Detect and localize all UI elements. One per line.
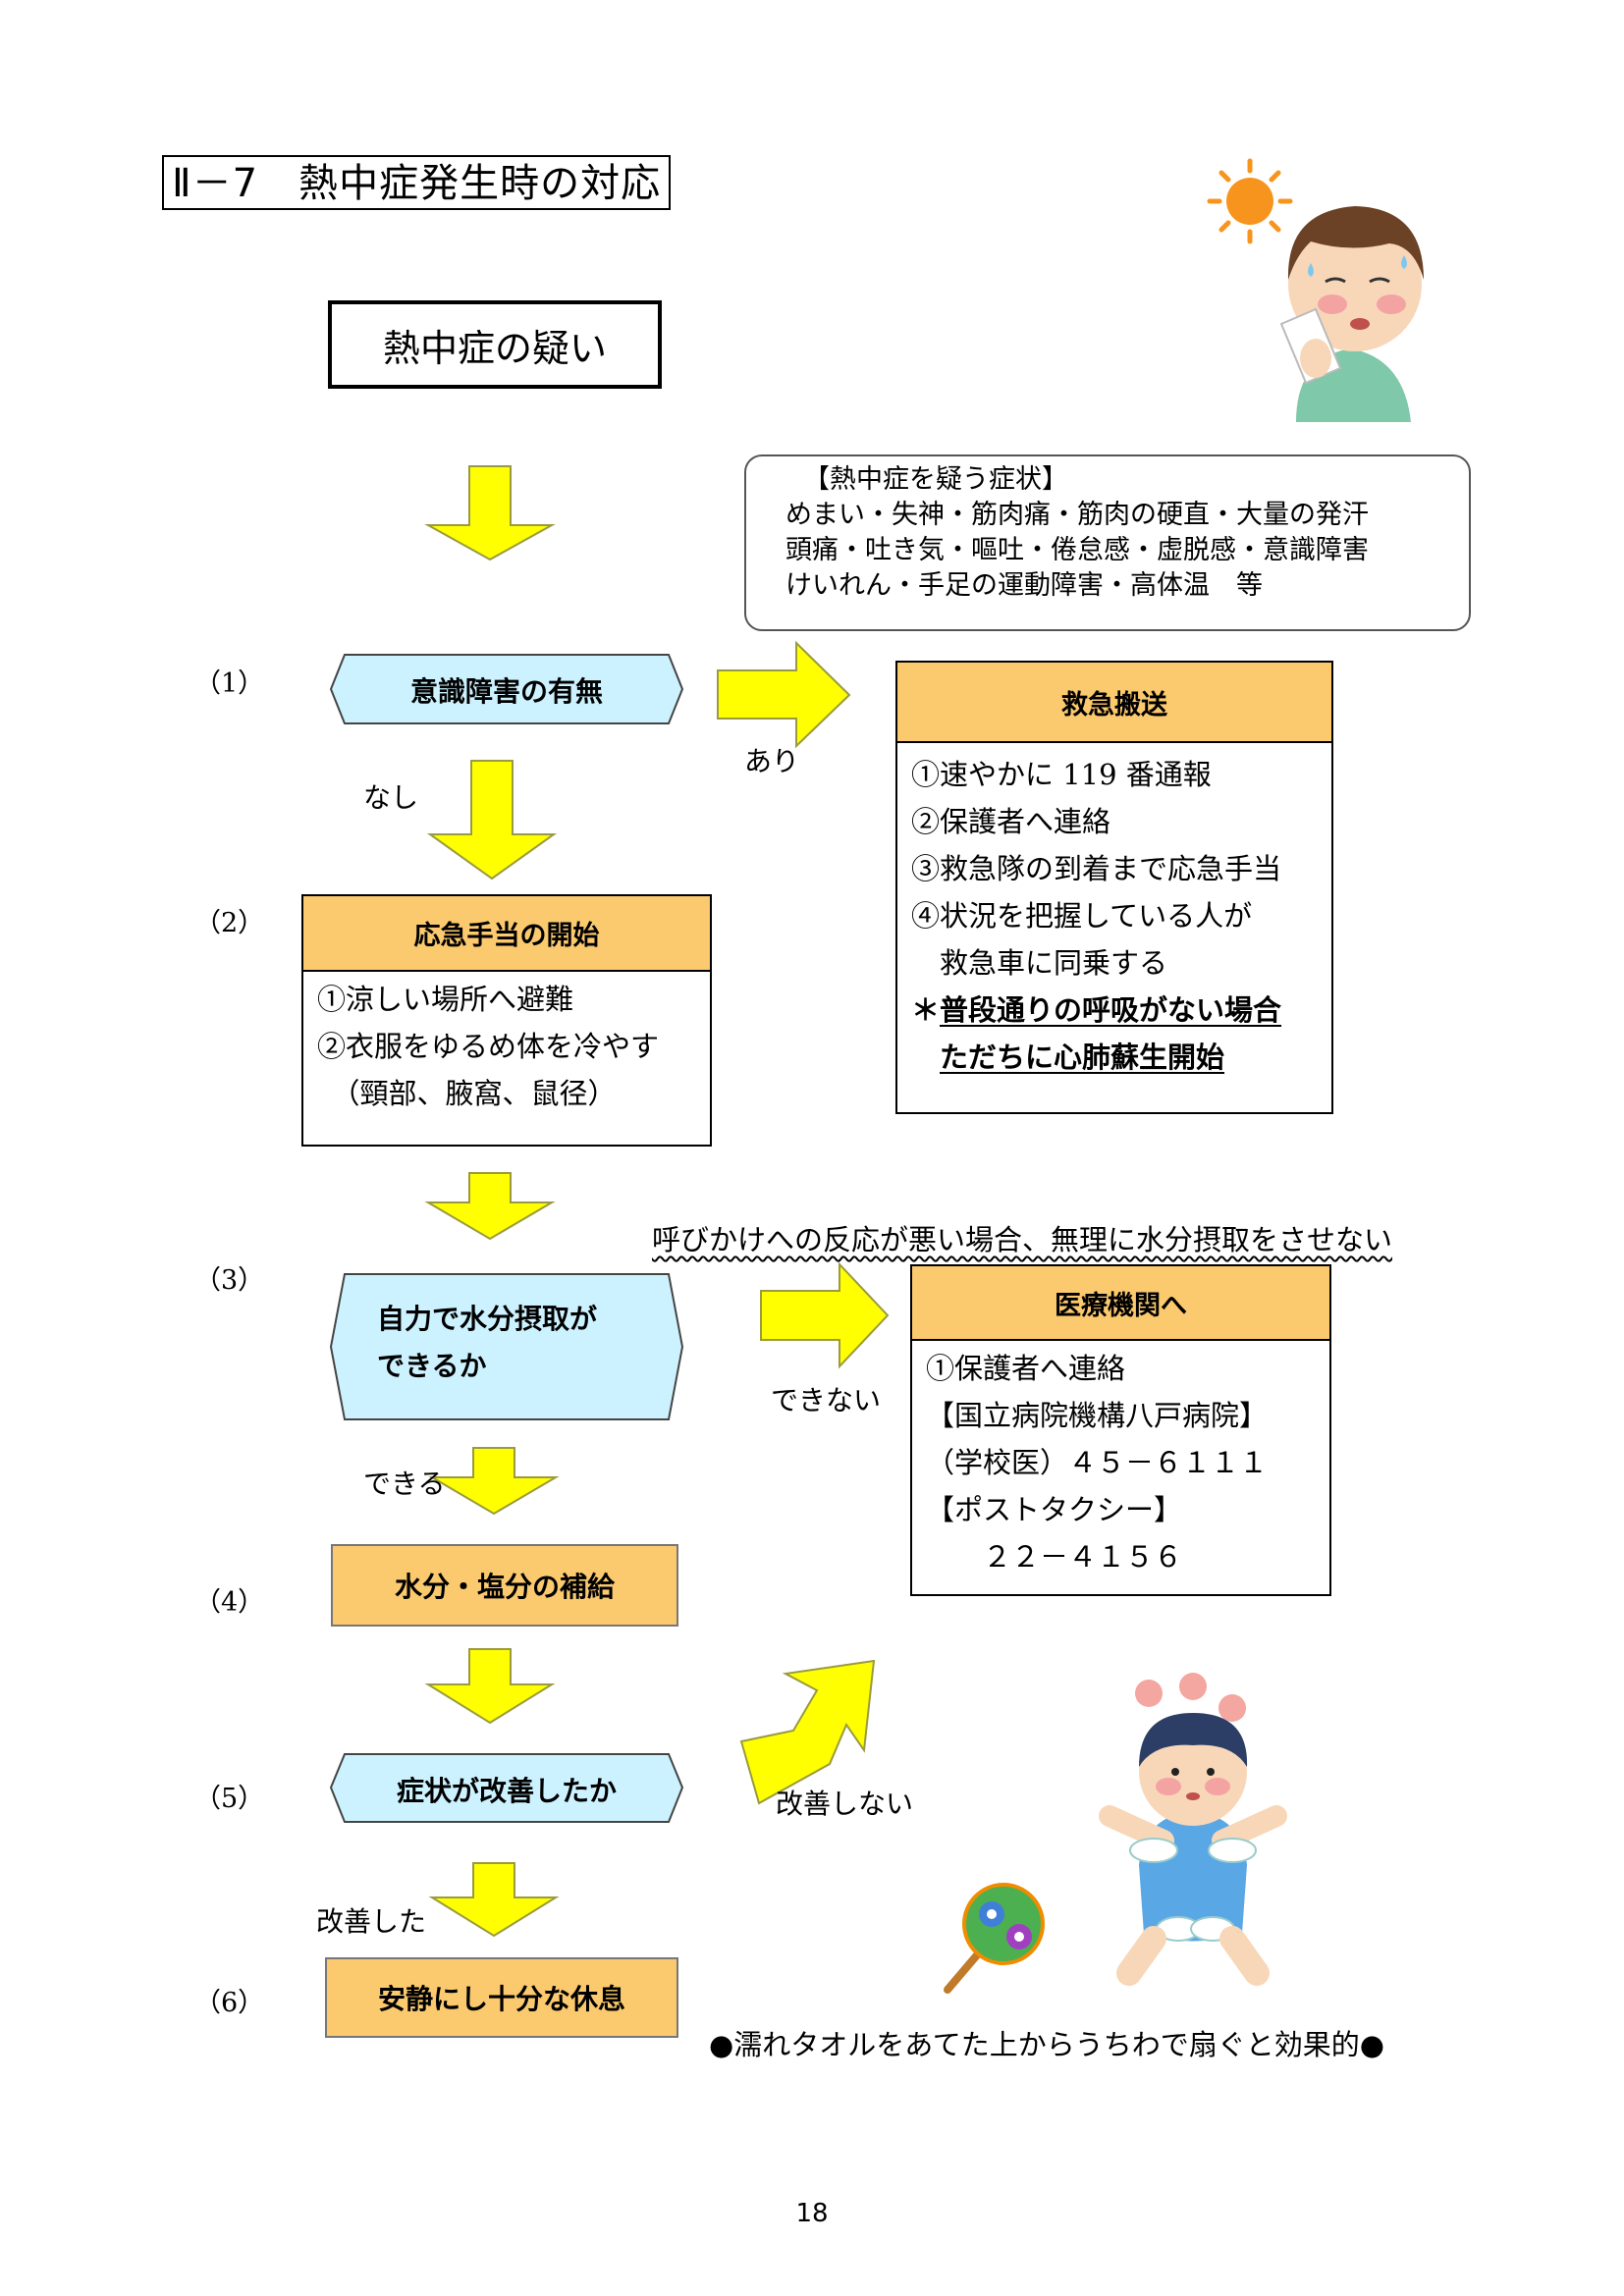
consciousness-node: 意識障害の有無 <box>409 675 603 708</box>
right-arrow <box>717 640 851 749</box>
step-number: （4） <box>194 1587 265 1618</box>
cpr-note-2: ただちに心肺蘇生開始 <box>940 1041 1225 1074</box>
improved-question-node: 症状が改善したか <box>396 1775 617 1807</box>
ambulance-line: 救急車に同乗する <box>911 946 1168 980</box>
hospital-box: 医療機関へ ①保護者へ連絡【国立病院機構八戸病院】 （学校医）４５－６１１１ 【ポス… <box>910 1264 1331 1596</box>
drink-node-line: 自力で水分摂取が <box>377 1303 598 1335</box>
down-arrow <box>424 1172 556 1241</box>
label-improved: 改善した <box>316 1905 427 1938</box>
step-number: （5） <box>194 1784 265 1814</box>
supply-node: 水分・塩分の補給 <box>331 1544 678 1627</box>
ambulance-box: 救急搬送 ①速やかに 119 番通報 ②保護者へ連絡 ③救急隊の到着まで応急手当 ④状… <box>895 661 1333 1114</box>
label-none: なし <box>363 781 419 814</box>
uchiwa-fan-illustration <box>944 1883 1045 1994</box>
drink-node-line: できるか <box>377 1350 487 1382</box>
cpr-note-line: ただちに心肺蘇生開始 <box>911 1034 1331 1081</box>
heatstroke-suspicion-box: 熱中症の疑い <box>328 300 662 389</box>
down-arrow <box>428 1862 560 1938</box>
first-aid-line: ②衣服をゆるめ体を冷やす <box>317 1030 660 1063</box>
label-not-improved: 改善しない <box>776 1788 914 1820</box>
first-aid-body: ①涼しい場所へ避難 ②衣服をゆるめ体を冷やす （頸部、腋窩、鼠径） <box>303 972 710 1117</box>
down-arrow <box>428 1447 560 1516</box>
hexagon-consciousness <box>329 654 684 724</box>
ambulance-line: ②保護者へ連絡 <box>911 805 1111 838</box>
ambulance-line: ③救急隊の到着まで応急手当 <box>911 852 1282 885</box>
step-number: （1） <box>194 668 265 699</box>
symptoms-line: 頭痛・吐き気・嘔吐・倦怠感・虚脱感・意識障害 <box>785 535 1369 565</box>
down-arrow <box>426 760 558 881</box>
page-number: 18 <box>795 2199 829 2228</box>
ambulance-body: ①速やかに 119 番通報 ②保護者へ連絡 ③救急隊の到着まで応急手当 ④状況を把握し… <box>897 743 1331 1081</box>
sun-icon <box>1207 158 1293 244</box>
symptoms-callout: 【熱中症を疑う症状】 めまい・失神・筋肉痛・筋肉の硬直・大量の発汗 頭痛・吐き気… <box>744 454 1471 631</box>
label-can: できる <box>363 1468 446 1500</box>
diagonal-arrow <box>739 1659 876 1805</box>
down-arrow <box>424 1648 556 1725</box>
hospital-line: 【国立病院機構八戸病院】 <box>926 1399 1269 1432</box>
ambulance-title: 救急搬送 <box>897 663 1331 743</box>
down-arrow <box>424 465 556 561</box>
label-present: あり <box>744 745 800 777</box>
right-arrow <box>760 1261 890 1369</box>
symptoms-line: けいれん・手足の運動障害・高体温 等 <box>785 570 1263 601</box>
step-number: （2） <box>194 908 265 938</box>
sweating-boy-illustration <box>1207 158 1424 422</box>
hexagon-improved <box>329 1753 684 1823</box>
first-aid-box: 応急手当の開始 ①涼しい場所へ避難 ②衣服をゆるめ体を冷やす （頸部、腋窩、鼠径） <box>301 894 712 1147</box>
rest-node: 安静にし十分な休息 <box>325 1957 678 2038</box>
label-cannot: できない <box>771 1384 882 1416</box>
note-mark: ＊ <box>911 993 941 1027</box>
step-number: （3） <box>194 1265 265 1296</box>
page-title: Ⅱ－7 熱中症発生時の対応 <box>162 155 672 210</box>
ambulance-line: ④状況を把握している人が <box>911 899 1253 933</box>
first-aid-title: 応急手当の開始 <box>303 896 710 972</box>
first-aid-line: ①涼しい場所へ避難 <box>317 983 574 1016</box>
hospital-body: ①保護者へ連絡【国立病院機構八戸病院】 （学校医）４５－６１１１ 【ポストタクシー】… <box>912 1341 1329 1580</box>
first-aid-line: （頸部、腋窩、鼠径） <box>317 1077 617 1110</box>
cooling-tip: ●濡れタオルをあてた上からうちわで扇ぐと効果的● <box>709 2028 1385 2061</box>
step-number: （6） <box>194 1988 265 2018</box>
baby-with-ice-packs-illustration <box>1099 1673 1287 1986</box>
symptoms-line: めまい・失神・筋肉痛・筋肉の硬直・大量の発汗 <box>785 500 1369 530</box>
hospital-title: 医療機関へ <box>912 1266 1329 1341</box>
cpr-note-line: ＊普段通りの呼吸がない場合 <box>911 987 1331 1034</box>
ambulance-line: ①速やかに 119 番通報 <box>911 758 1212 791</box>
hospital-line: ①保護者へ連絡 <box>926 1352 1126 1385</box>
hospital-line: 【ポストタクシー】 <box>926 1493 1183 1526</box>
cpr-note-1: 普段通りの呼吸がない場合 <box>940 993 1282 1027</box>
hexagon-drink <box>329 1273 684 1420</box>
warning-text: 呼びかけへの反応が悪い場合、無理に水分摂取をさせない <box>652 1223 1393 1256</box>
symptoms-heading: 【熱中症を疑う症状】 <box>803 464 1068 495</box>
hospital-line: ２２－４１５６ <box>926 1540 1183 1574</box>
hospital-line: （学校医）４５－６１１１ <box>926 1446 1269 1479</box>
